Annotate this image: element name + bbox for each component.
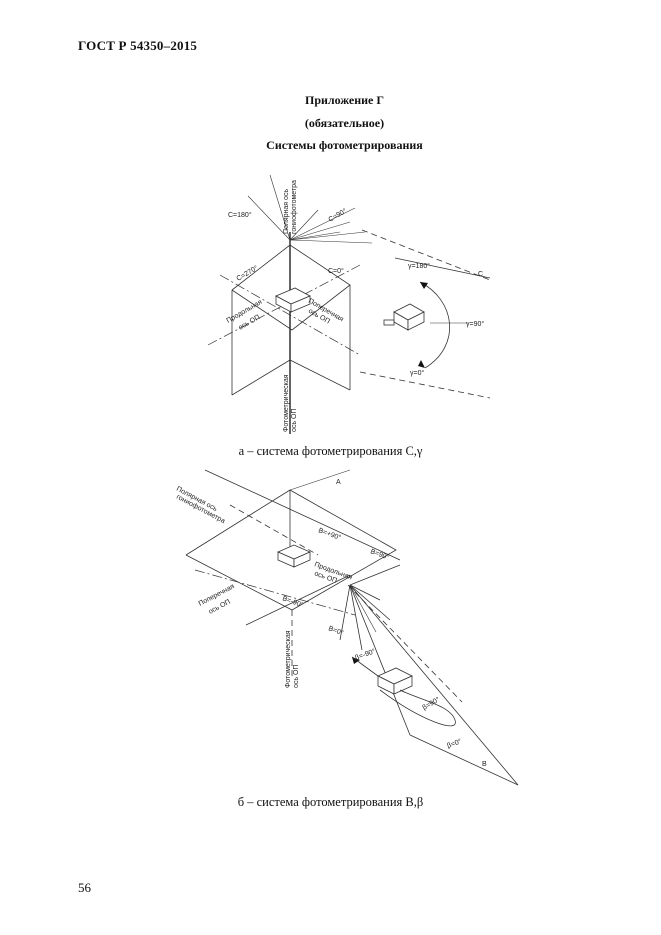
label-b-letter: B bbox=[482, 761, 487, 768]
appendix-title: Приложение Г bbox=[304, 93, 384, 107]
c-plane-line bbox=[289, 221, 351, 241]
label-polar-axis: Полярная ось bbox=[283, 189, 290, 234]
c-plane-line bbox=[289, 239, 373, 244]
label-photometric-axis: ось ОП bbox=[291, 409, 298, 432]
label-beta-0: β=0° bbox=[446, 737, 463, 750]
label-beta-90: β=90° bbox=[421, 695, 441, 711]
label-c180: C=180° bbox=[228, 211, 252, 219]
label-goniophotometer: гониофотометра bbox=[291, 180, 298, 234]
label-c90: C=90° bbox=[327, 207, 348, 224]
page-number: 56 bbox=[78, 880, 91, 895]
label-a-letter: A bbox=[336, 479, 341, 486]
label-b-plus90: B=+90° bbox=[317, 526, 342, 542]
c-plane-line bbox=[247, 195, 291, 241]
c-plane-line bbox=[289, 207, 356, 241]
label-c-letter: C bbox=[478, 271, 483, 278]
arrow-head-icon bbox=[420, 282, 428, 289]
transverse-axis-line bbox=[219, 274, 361, 356]
c-plane-line bbox=[269, 174, 291, 241]
label-g180: γ=180° bbox=[408, 262, 430, 270]
lower-plane bbox=[231, 359, 351, 396]
c-plane-line bbox=[289, 231, 341, 241]
label-photometric: Фотометрическая bbox=[283, 374, 290, 432]
appendix-status: (обязательное) bbox=[304, 116, 385, 130]
arrow-head-icon bbox=[418, 360, 425, 368]
standard-code: ГОСТ Р 54350–2015 bbox=[78, 38, 198, 53]
gamma-arc bbox=[419, 281, 450, 369]
label-b-minus90: B=-90° bbox=[281, 594, 304, 609]
label-c0: C=0° bbox=[328, 267, 344, 275]
figure-b-caption: б – система фотометрирования B,β bbox=[237, 795, 424, 809]
label-b-photometric: Фотометрическая bbox=[285, 630, 292, 688]
label-g90: γ=90° bbox=[466, 320, 484, 328]
appendix-subject: Системы фотометрирования bbox=[266, 138, 423, 152]
label-g0: γ=0° bbox=[410, 369, 424, 377]
label-beta-minus90: β=-90° bbox=[354, 647, 377, 662]
c-plane-line bbox=[289, 209, 319, 241]
c-plane-line bbox=[289, 231, 366, 241]
beta-arc bbox=[379, 689, 456, 727]
label-c270: C=270° bbox=[235, 264, 260, 283]
figure-a-caption: а – система фотометрирования C,γ bbox=[238, 444, 423, 458]
label-b-photometric-axis: ось ОП bbox=[293, 665, 300, 688]
b-plane bbox=[185, 489, 397, 611]
